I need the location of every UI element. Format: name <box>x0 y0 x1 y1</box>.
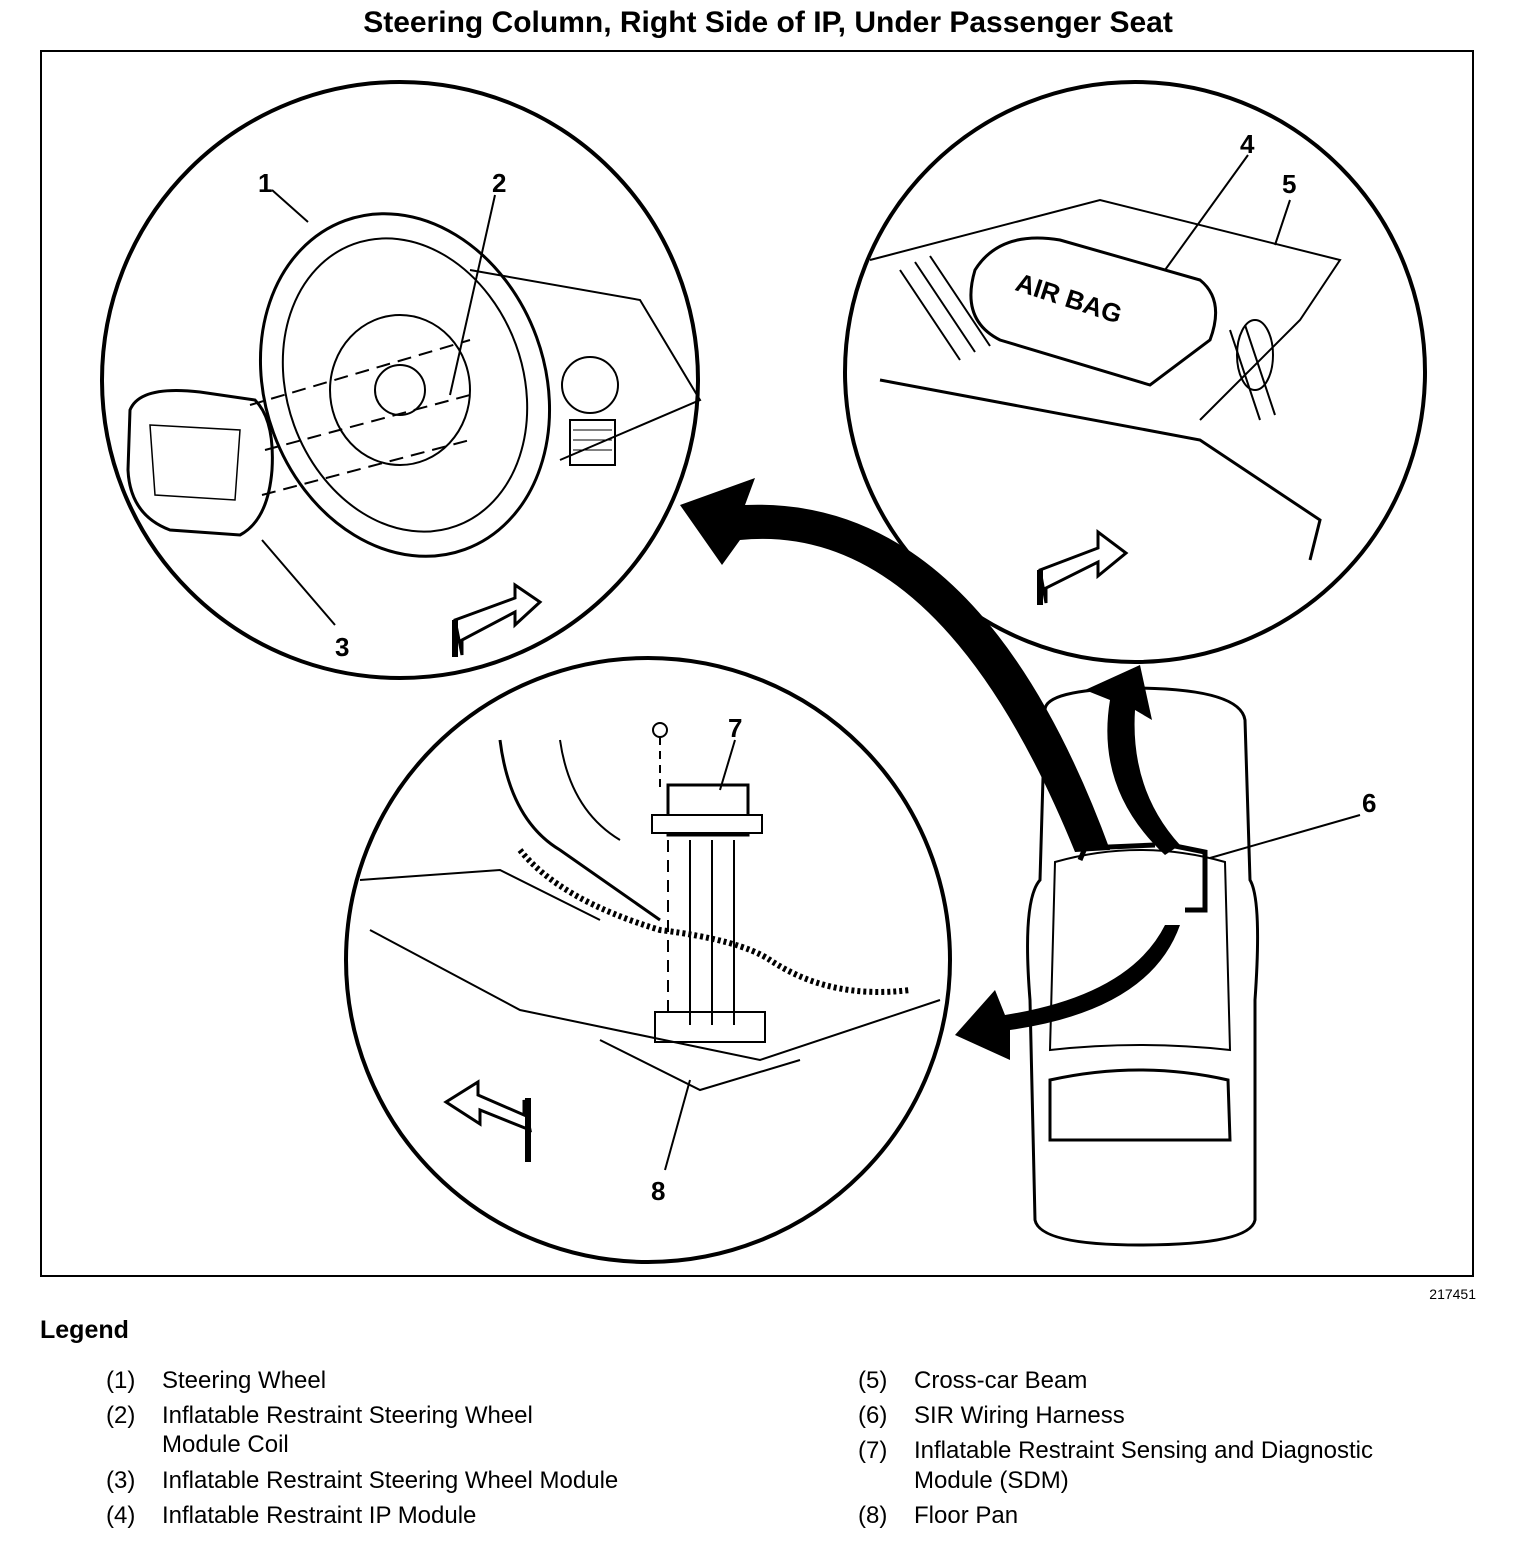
legend-text: SIR Wiring Harness <box>914 1402 1125 1429</box>
arrow-to-steering-icon <box>680 478 1110 852</box>
legend-number: (3) <box>106 1467 136 1494</box>
page-title: Steering Column, Right Side of IP, Under… <box>363 6 1173 39</box>
legend-text: Inflatable Restraint IP Module <box>162 1502 477 1529</box>
legend-number: (1) <box>106 1367 136 1394</box>
diagram-frame <box>40 50 1474 1277</box>
legend-text: Inflatable Restraint Steering Wheel Modu… <box>162 1467 619 1494</box>
legend-number: (8) <box>858 1502 888 1529</box>
instrument-panel-view: AIR BAG <box>843 80 1427 664</box>
legend-number: (6) <box>858 1402 888 1429</box>
arrow-to-floor-icon <box>955 925 1180 1060</box>
location-arrows <box>680 478 1180 1060</box>
callout-3: 3 <box>335 632 349 662</box>
ip-airbag-drawing <box>969 236 1218 387</box>
floor-pan-drawing <box>599 1039 801 1092</box>
legend-heading: Legend <box>40 1316 129 1344</box>
legend-text: Floor Pan <box>914 1502 1019 1529</box>
figure-number: 217451 <box>1429 1286 1476 1302</box>
legend-text: Module (SDM) <box>914 1467 1069 1494</box>
callout-2: 2 <box>492 168 506 198</box>
callout-7: 7 <box>728 713 742 743</box>
steering-column-view <box>100 80 702 680</box>
legend-number: (2) <box>106 1402 136 1429</box>
cross-car-beam-drawing <box>879 378 1322 561</box>
legend-number: (7) <box>858 1437 888 1464</box>
legend-number: (5) <box>858 1367 888 1394</box>
arrow-to-ip-icon <box>1085 665 1180 855</box>
callout-4: 4 <box>1240 129 1255 159</box>
legend-text: Inflatable Restraint Steering Wheel <box>162 1402 533 1429</box>
floor-pan-view <box>344 656 952 1264</box>
legend-text: Inflatable Restraint Sensing and Diagnos… <box>914 1437 1373 1464</box>
legend-text: Module Coil <box>162 1431 289 1458</box>
callout-6: 6 <box>1362 788 1376 818</box>
legend-text: Cross-car Beam <box>914 1367 1088 1394</box>
callout-1: 1 <box>258 168 272 198</box>
airbag-module-drawing <box>126 388 274 537</box>
steering-wheel-drawing <box>258 212 552 558</box>
callout-5: 5 <box>1282 169 1296 199</box>
callout-8: 8 <box>651 1176 665 1206</box>
legend-text: Steering Wheel <box>162 1367 327 1394</box>
legend-number: (4) <box>106 1502 136 1529</box>
